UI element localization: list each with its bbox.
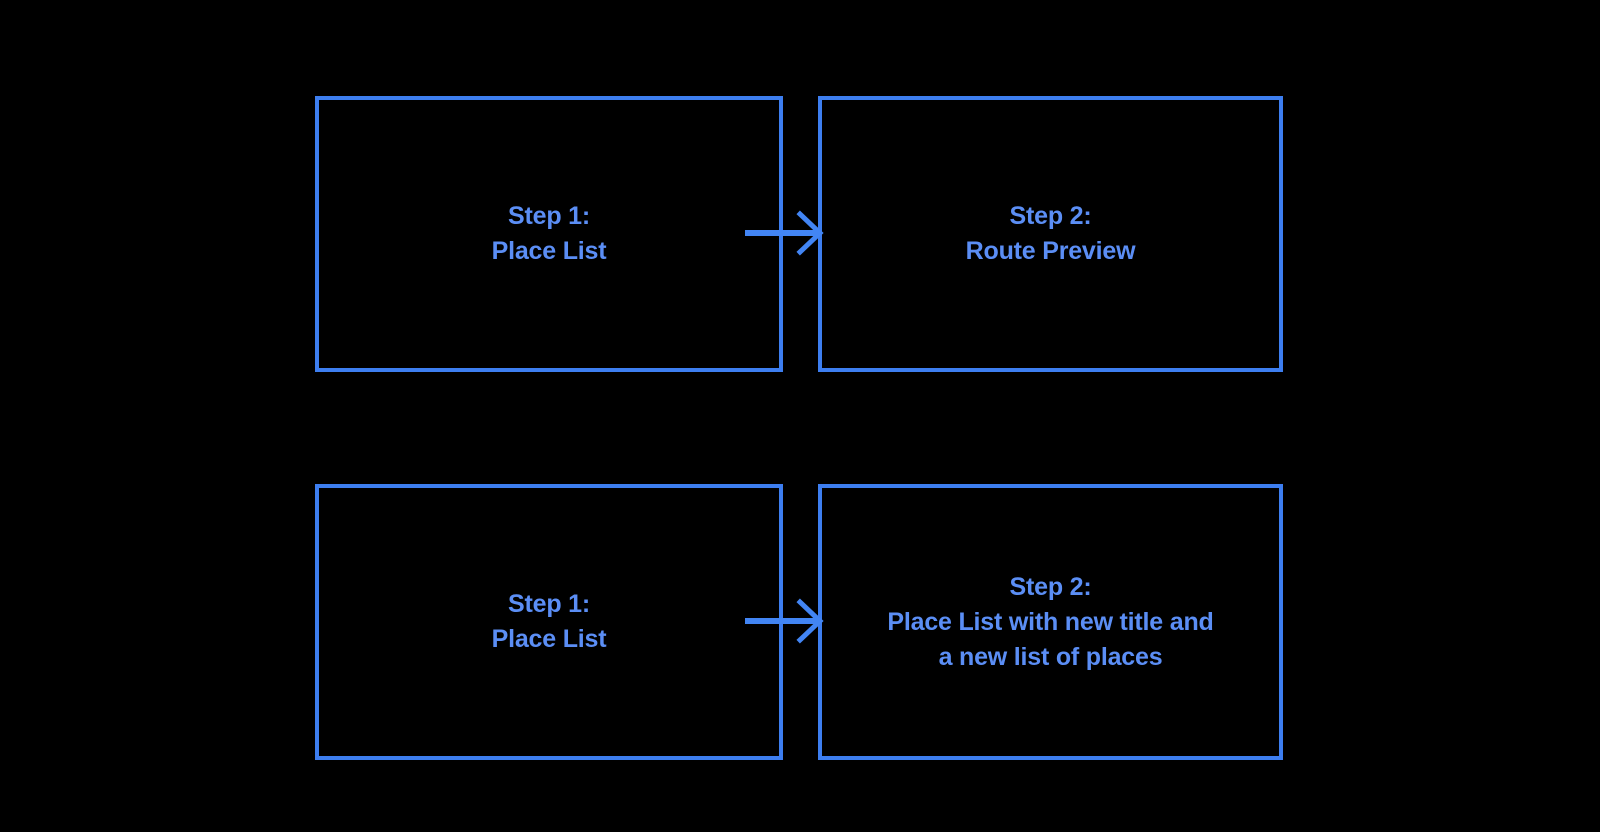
flow-box-step2-route-preview[interactable]: Step 2: Route Preview <box>818 96 1283 372</box>
flow-box-label: Step 1: Place List <box>491 202 607 265</box>
flow-box-step2-place-list-update[interactable]: Step 2: Place List with new title and a … <box>818 484 1283 760</box>
flow-box-step1-place-list-update[interactable]: Step 1: Place List <box>315 484 783 760</box>
flow-box-label: Step 1: Place List <box>491 590 607 653</box>
flow-box-label: Step 2: Place List with new title and a … <box>887 572 1214 671</box>
flow-box-step1-route-preview[interactable]: Step 1: Place List <box>315 96 783 372</box>
flow-box-label: Step 2: Route Preview <box>965 202 1136 265</box>
